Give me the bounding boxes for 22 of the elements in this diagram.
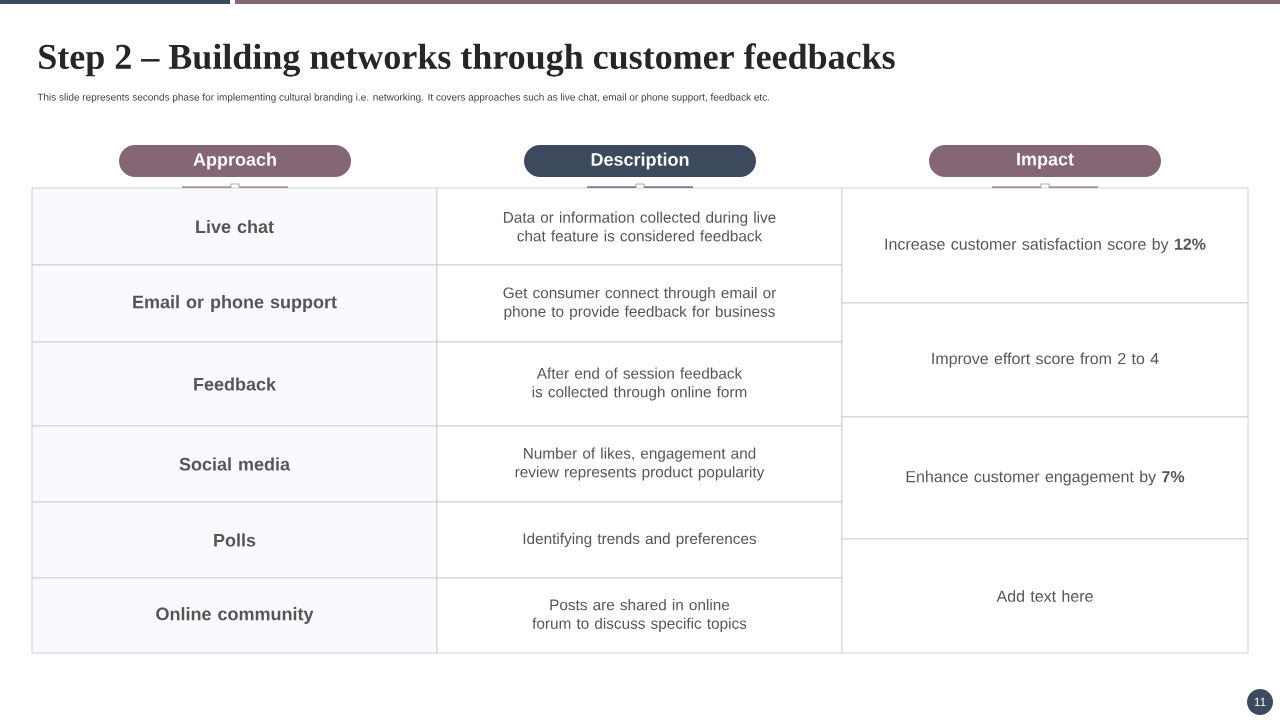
- table-cell: After end of session feedback is collected through online form: [436, 341, 843, 427]
- table-cell: Increase customer satisfaction score by 12%: [841, 187, 1249, 304]
- table-cell: Enhance customer engagement by 7%: [841, 416, 1249, 540]
- column-header: Approach: [119, 145, 351, 177]
- subtitle: This slide represents seconds phase for implementing cultural branding i.e. networking. It covers approaches such as live chat, email or phone support, feedback etc.: [37, 93, 770, 103]
- table-cell: Online community: [31, 577, 438, 654]
- table-cell: Feedback: [31, 341, 438, 427]
- table-cell: Add text here: [841, 538, 1249, 654]
- table-cell: Email or phone support: [31, 264, 438, 343]
- table-cell: Get consumer connect through email or phone to provide feedback for business: [436, 264, 843, 343]
- table-cell: Live chat: [31, 187, 438, 266]
- table-cell: Social media: [31, 425, 438, 503]
- table-cell: Posts are shared in online forum to discuss specific topics: [436, 577, 843, 654]
- column-header: Description: [524, 145, 756, 177]
- table-cell: Polls: [31, 501, 438, 579]
- column-header: Impact: [929, 145, 1161, 177]
- slide-title: Step 2 – Building networks through customer feedbacks: [39, 43, 895, 77]
- table-cell: Improve effort score from 2 to 4: [841, 302, 1249, 418]
- page-number: 11: [1247, 689, 1273, 715]
- table-cell: Identifying trends and preferences: [436, 501, 843, 579]
- table-cell: Number of likes, engagement and review represents product popularity: [436, 425, 843, 503]
- table-cell: Data or information collected during live chat feature is considered feedback: [436, 187, 843, 266]
